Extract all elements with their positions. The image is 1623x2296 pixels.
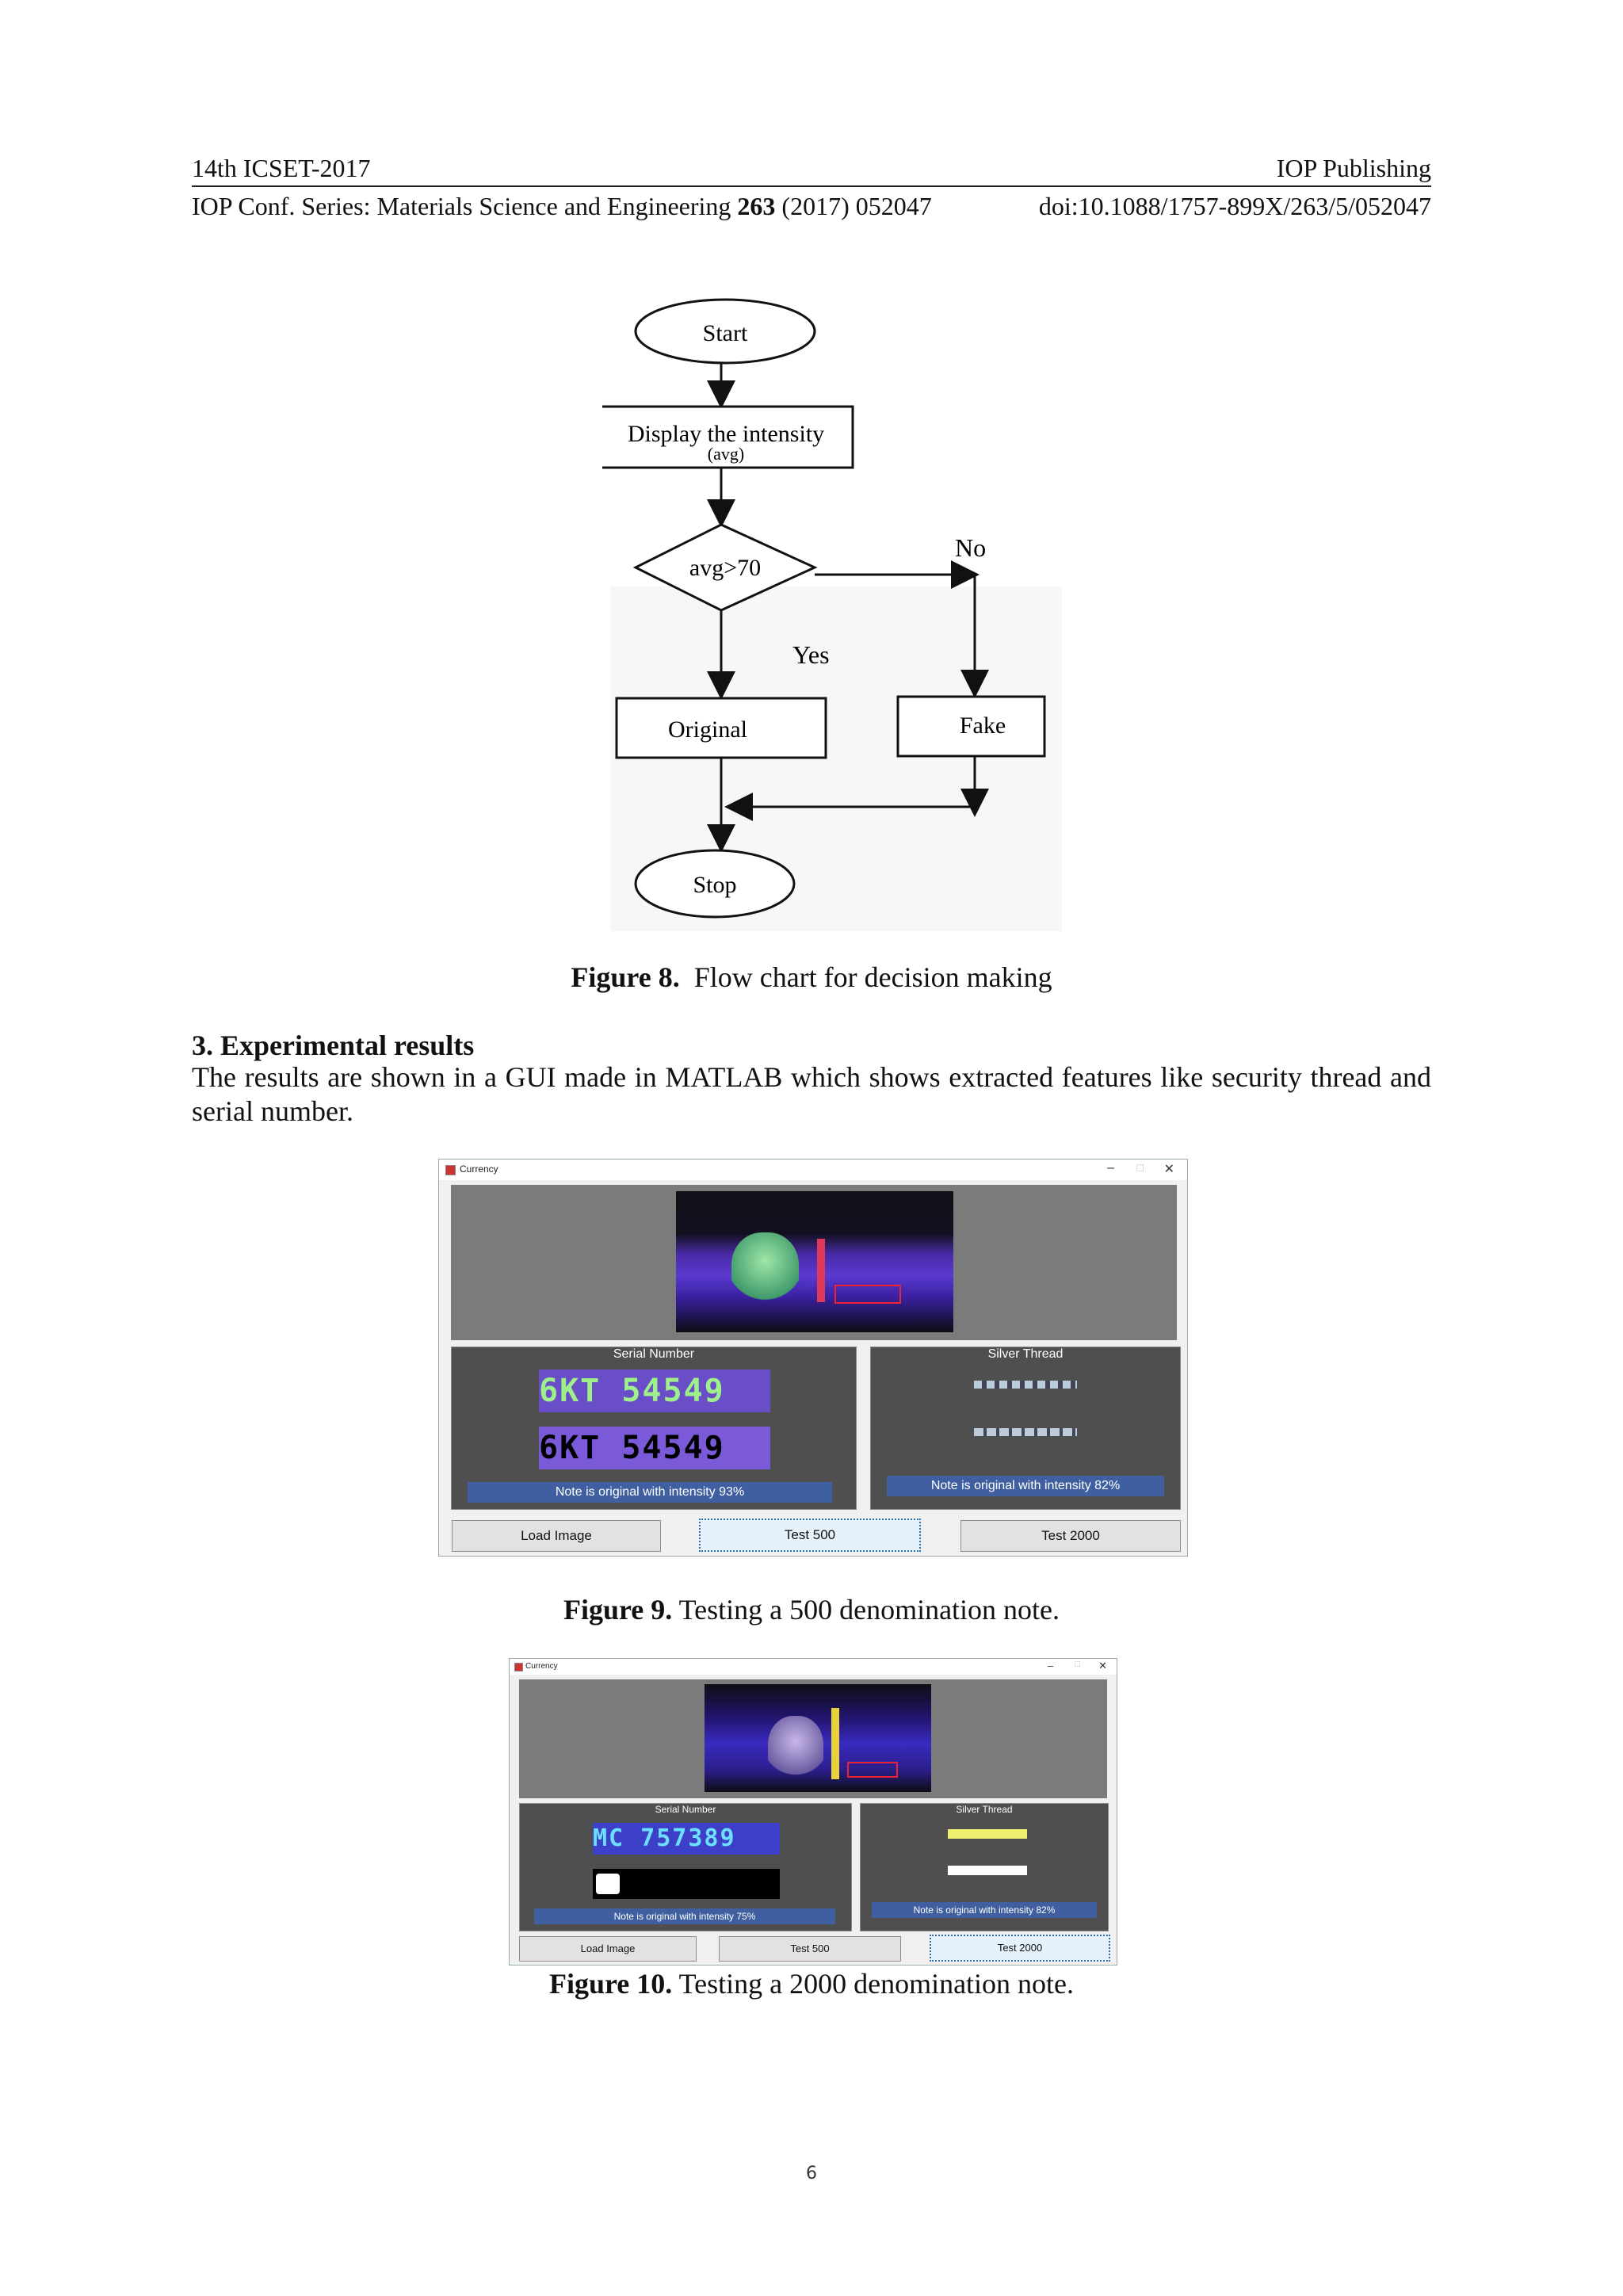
serial-number-panel: Serial Number 6KT 54549 6KT 54549 Note i…	[451, 1347, 857, 1510]
note-image	[705, 1684, 931, 1792]
figure-10-text: Testing a 2000 denomination note.	[678, 1968, 1075, 2000]
silver-status-text: Note is original with intensity 82%	[887, 1476, 1164, 1496]
figure-10-label: Figure 10.	[548, 1968, 673, 2000]
figure-8-text: Flow chart for decision making	[693, 961, 1052, 993]
display-sub-label: (avg)	[708, 444, 744, 464]
security-thread	[831, 1708, 839, 1779]
series-prefix: IOP Conf. Series: Materials Science and …	[192, 192, 738, 220]
serial-status-text: Note is original with intensity 75%	[534, 1908, 835, 1924]
load-image-button[interactable]: Load Image	[519, 1936, 697, 1962]
thread-crop-2	[948, 1866, 1027, 1875]
yes-label: Yes	[792, 640, 830, 669]
window-titlebar: Currency – □ ✕	[510, 1659, 1117, 1675]
figure-9-label: Figure 9.	[563, 1594, 673, 1626]
close-icon[interactable]: ✕	[1098, 1660, 1107, 1671]
figure-8-label: Figure 8.	[571, 961, 680, 993]
minimize-icon[interactable]: –	[1047, 1660, 1053, 1671]
test-2000-button[interactable]: Test 2000	[960, 1520, 1181, 1552]
app-icon	[514, 1663, 523, 1671]
start-terminal	[634, 298, 816, 365]
figure-9-text: Testing a 500 denomination note.	[678, 1594, 1060, 1626]
load-image-button[interactable]: Load Image	[452, 1520, 661, 1552]
flowchart-figure: Start Display the intensity (avg) avg>70…	[602, 298, 1062, 931]
silver-thread-panel: Silver Thread Note is original with inte…	[870, 1347, 1181, 1510]
note-image	[676, 1191, 953, 1332]
thread-crop-2	[974, 1428, 1077, 1436]
original-label: Original	[668, 716, 747, 743]
serial-crop-color: 6KT 54549	[539, 1370, 770, 1412]
serial-status-text: Note is original with intensity 93%	[468, 1482, 832, 1503]
series-volume: 263	[737, 192, 776, 220]
serial-number-panel: Serial Number MC 757389 Note is original…	[519, 1803, 852, 1931]
portrait-shape	[731, 1232, 799, 1304]
maximize-icon[interactable]: □	[1075, 1660, 1080, 1669]
minimize-icon[interactable]: –	[1107, 1161, 1114, 1175]
serial-crop-color: MC 757389	[593, 1823, 780, 1855]
decision-label: avg>70	[689, 555, 761, 581]
start-label: Start	[703, 320, 748, 346]
serial-panel-title: Serial Number	[613, 1347, 695, 1361]
serial-crop-binary	[593, 1869, 780, 1899]
serial-roi-box	[847, 1762, 898, 1778]
stop-label: Stop	[693, 872, 736, 898]
window-title: Currency	[460, 1163, 498, 1175]
matlab-gui-2000: Currency – □ ✕ Serial Number MC 757389 N…	[509, 1658, 1117, 1966]
note-image-axes	[451, 1185, 1177, 1340]
display-label: Display the intensity	[628, 421, 824, 447]
test-2000-button[interactable]: Test 2000	[930, 1935, 1110, 1962]
silver-panel-title: Silver Thread	[987, 1347, 1064, 1361]
silver-thread-panel: Silver Thread Note is original with inte…	[860, 1803, 1109, 1931]
maximize-icon[interactable]: □	[1136, 1161, 1144, 1174]
figure-9-caption: Figure 9. Testing a 500 denomination not…	[0, 1593, 1623, 1626]
display-box	[602, 405, 854, 469]
series-line: IOP Conf. Series: Materials Science and …	[192, 190, 932, 222]
silver-status-text: Note is original with intensity 82%	[872, 1902, 1097, 1918]
page-number: 6	[806, 2164, 817, 2183]
conference-name: 14th ICSET-2017	[192, 154, 371, 182]
fake-box	[896, 695, 1046, 758]
figure-8-caption: Figure 8. Flow chart for decision making	[0, 961, 1623, 994]
thread-crop-1	[974, 1381, 1077, 1389]
security-thread	[817, 1239, 825, 1302]
test-500-button[interactable]: Test 500	[719, 1936, 901, 1962]
serial-roi-box	[834, 1285, 901, 1304]
note-image-axes	[519, 1679, 1107, 1798]
doi: doi:10.1088/1757-899X/263/5/052047	[1038, 192, 1431, 220]
test-500-button[interactable]: Test 500	[699, 1519, 921, 1552]
close-icon[interactable]: ✕	[1163, 1163, 1174, 1176]
portrait-shape	[768, 1716, 823, 1779]
header-rule	[192, 185, 1431, 187]
serial-panel-title: Serial Number	[655, 1804, 716, 1815]
serial-crop-binary: 6KT 54549	[539, 1427, 770, 1469]
section-heading: 3. Experimental results	[192, 1030, 475, 1061]
app-icon	[445, 1165, 456, 1175]
window-title: Currency	[525, 1662, 558, 1671]
series-suffix: (2017) 052047	[775, 192, 932, 220]
figure-10-caption: Figure 10. Testing a 2000 denomination n…	[0, 1967, 1623, 2000]
no-label: No	[955, 533, 986, 562]
stop-terminal	[634, 849, 796, 919]
window-titlebar: Currency – □ ✕	[439, 1159, 1187, 1180]
fake-label: Fake	[960, 712, 1006, 739]
section-paragraph: The results are shown in a GUI made in M…	[192, 1061, 1431, 1127]
publisher-name: IOP Publishing	[1276, 154, 1431, 182]
matlab-gui-500: Currency – □ ✕ Serial Number 6KT 54549 6…	[438, 1159, 1188, 1557]
silver-panel-title: Silver Thread	[956, 1804, 1013, 1815]
thread-crop-1	[948, 1829, 1027, 1839]
